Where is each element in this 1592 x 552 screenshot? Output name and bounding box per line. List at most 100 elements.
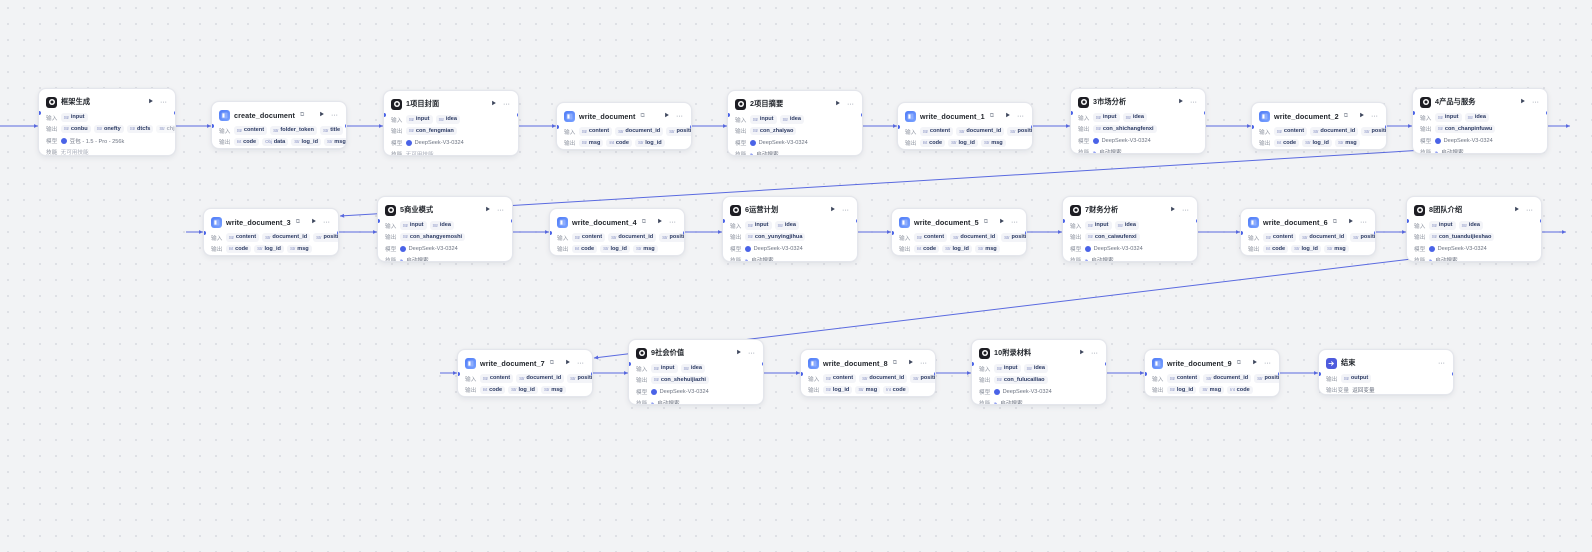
node-header[interactable]: 7财务分析···: [1070, 203, 1190, 217]
input-port[interactable]: [1071, 111, 1073, 115]
play-icon[interactable]: [735, 349, 743, 357]
param-chip[interactable]: Strposition: [313, 233, 338, 242]
output-port[interactable]: [933, 372, 935, 376]
input-port[interactable]: [458, 372, 460, 376]
output-port[interactable]: [1104, 362, 1106, 366]
play-icon[interactable]: [998, 218, 1006, 226]
param-chip[interactable]: Strposition: [1361, 127, 1386, 136]
output-port[interactable]: [1539, 219, 1541, 223]
node-header[interactable]: 8团队介绍···: [1414, 203, 1534, 217]
play-icon[interactable]: [1251, 359, 1259, 367]
node-header[interactable]: 框架生成···: [46, 95, 168, 109]
param-chip[interactable]: Strposition: [659, 233, 684, 242]
more-icon[interactable]: ···: [1438, 359, 1445, 367]
input-port[interactable]: [550, 231, 552, 235]
output-port[interactable]: [516, 113, 518, 117]
output-port[interactable]: [1277, 372, 1279, 376]
output-port[interactable]: [510, 219, 512, 223]
node-header[interactable]: write_document_7⧉···: [465, 356, 585, 370]
node-header[interactable]: 3市场分析···: [1078, 95, 1198, 109]
node-header[interactable]: 4产品与服务···: [1420, 95, 1540, 109]
input-port[interactable]: [384, 113, 386, 117]
output-port[interactable]: [1195, 219, 1197, 223]
input-port[interactable]: [39, 111, 41, 115]
output-port[interactable]: [1203, 111, 1205, 115]
play-icon[interactable]: [1347, 218, 1355, 226]
node-header[interactable]: 结束···: [1326, 356, 1446, 370]
param-chip[interactable]: Strchjris: [156, 124, 175, 134]
more-icon[interactable]: ···: [1371, 112, 1378, 120]
node-header[interactable]: write_document_3⧉···: [211, 215, 331, 229]
node-header[interactable]: write_document_2⧉···: [1259, 109, 1379, 123]
node-header[interactable]: 10附录材料···: [979, 346, 1099, 360]
play-icon[interactable]: [564, 359, 572, 367]
param-chip[interactable]: Strposition: [1350, 233, 1375, 242]
input-port[interactable]: [1413, 111, 1415, 115]
play-icon[interactable]: [484, 206, 492, 214]
node-header[interactable]: 6运营计划···: [730, 203, 850, 217]
more-icon[interactable]: ···: [1360, 218, 1367, 226]
more-icon[interactable]: ···: [1182, 206, 1189, 214]
play-icon[interactable]: [1004, 112, 1012, 120]
param-chip[interactable]: Strposition: [567, 374, 592, 383]
node-header[interactable]: write_document_4⧉···: [557, 215, 677, 229]
output-port[interactable]: [344, 124, 346, 128]
more-icon[interactable]: ···: [920, 359, 927, 367]
more-icon[interactable]: ···: [1011, 218, 1018, 226]
node-header[interactable]: create_document⧉···: [219, 108, 339, 122]
more-icon[interactable]: ···: [669, 218, 676, 226]
input-port[interactable]: [1319, 372, 1321, 376]
output-port[interactable]: [1024, 231, 1026, 235]
input-port[interactable]: [629, 362, 631, 366]
input-port[interactable]: [723, 219, 725, 223]
